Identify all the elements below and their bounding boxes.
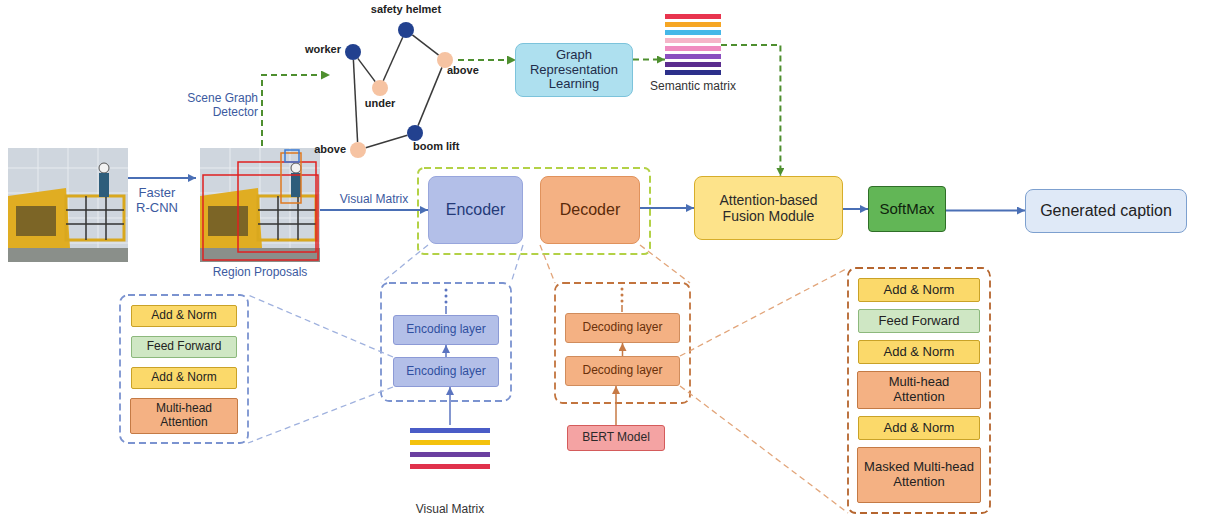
graph-node: safety helmet [398,22,414,38]
connector [320,209,428,211]
encoder-stack-frame [381,283,511,401]
connector [412,35,438,55]
graph-arrow [458,59,516,61]
process-box: Graph Representation Learning [515,43,633,97]
model-group [418,168,650,254]
process-box: SoftMax [868,186,946,232]
graph-node: boom lift [407,125,423,141]
encoding-layer: Encoding layer [393,357,499,387]
connector [353,60,357,142]
connector [946,210,1025,212]
connector [633,59,665,61]
site-photo [8,148,128,262]
model-box: BERT Model [567,425,665,451]
decoding-layer: Decoding layer [565,356,680,386]
box-text: BERT Model [582,431,650,445]
layer-box: Multi-head Attention [130,398,238,434]
continuation-dots [445,288,624,315]
edge-label: Visual Matrix [338,193,410,207]
node-label: Region Proposals [190,266,330,280]
site-photo [200,148,320,262]
box-text: Feed Forward [147,340,222,354]
connector [445,345,447,357]
graph-node: worker [345,44,361,60]
box-text: Multi-head Attention [864,375,974,405]
decoder-stack-frame [555,283,690,403]
layer-box: Add & Norm [858,340,980,364]
decoder-detail-frame [848,268,990,513]
connector [640,207,694,209]
box-text: Attention-based Fusion Module [701,192,836,224]
graph-node: above [437,52,453,68]
box-text: Decoding layer [582,321,662,335]
box-text: SoftMax [879,200,934,217]
box-text: Add & Norm [884,421,955,436]
image-node: Region Proposals [200,148,320,262]
box-text: Add & Norm [151,309,216,323]
connector [615,386,617,425]
connector [843,208,868,210]
connector [622,343,624,356]
graph-node: above [350,142,366,158]
region-boxes [203,150,318,260]
box-text: Masked Multi-head Attention [864,460,974,490]
box-text: Add & Norm [884,345,955,360]
node-label: above [447,64,487,77]
connector [418,67,442,125]
node-label: worker [289,43,341,56]
node-label: safety helmet [366,3,446,16]
box-text: Add & Norm [884,283,955,298]
connector [383,37,402,80]
method-label: Scene Graph Detector [180,92,258,120]
layer-box: Multi-head Attention [857,371,981,409]
graph-node: under [372,80,388,96]
node-label: under [360,97,400,110]
detector-arrow [262,75,330,146]
process-box: Encoder [428,176,523,244]
layer-box: Add & Norm [858,416,980,440]
node-label: Visual Matrix [390,503,510,517]
matrix-node: Semantic matrix [665,14,721,76]
connector [366,135,408,147]
decoding-layer: Decoding layer [565,313,680,343]
visual-stripes [410,428,490,469]
node-label: boom lift [413,140,473,153]
node-label: Semantic matrix [643,80,743,94]
connector [449,387,451,425]
box-text: Feed Forward [879,314,960,329]
zoom-leaders [248,245,848,513]
layer-box: Feed Forward [858,309,980,333]
layer-box: Masked Multi-head Attention [857,447,981,503]
encoding-layer: Encoding layer [393,315,499,345]
region-box [238,162,316,252]
layer-box: Add & Norm [858,278,980,302]
layer-box: Add & Norm [131,305,237,327]
matrix-node: Visual Matrix [410,425,490,473]
semantic-stripes [665,14,721,75]
region-box [281,153,301,203]
box-text: Add & Norm [151,371,216,385]
connector [358,58,375,81]
layer-box: Feed Forward [131,336,237,358]
box-text: Encoding layer [406,323,485,337]
box-text: Decoding layer [582,364,662,378]
box-text: Encoder [446,201,506,219]
box-text: Generated caption [1040,202,1172,220]
method-label: Faster R-CNN [130,186,184,216]
process-box: Attention-based Fusion Module [694,176,843,240]
output-box: Generated caption [1025,189,1187,233]
process-box: Decoder [540,176,640,244]
region-box [285,150,299,162]
connector [721,45,780,176]
node-label: above [304,143,346,156]
rcnn-arrow [128,177,196,179]
box-text: Encoding layer [406,365,485,379]
box-text: Decoder [560,201,620,219]
layer-box: Add & Norm [131,367,237,389]
encoder-detail-frame [120,295,248,443]
box-text: Multi-head Attention [137,402,231,430]
box-text: Graph Representation Learning [522,48,626,93]
